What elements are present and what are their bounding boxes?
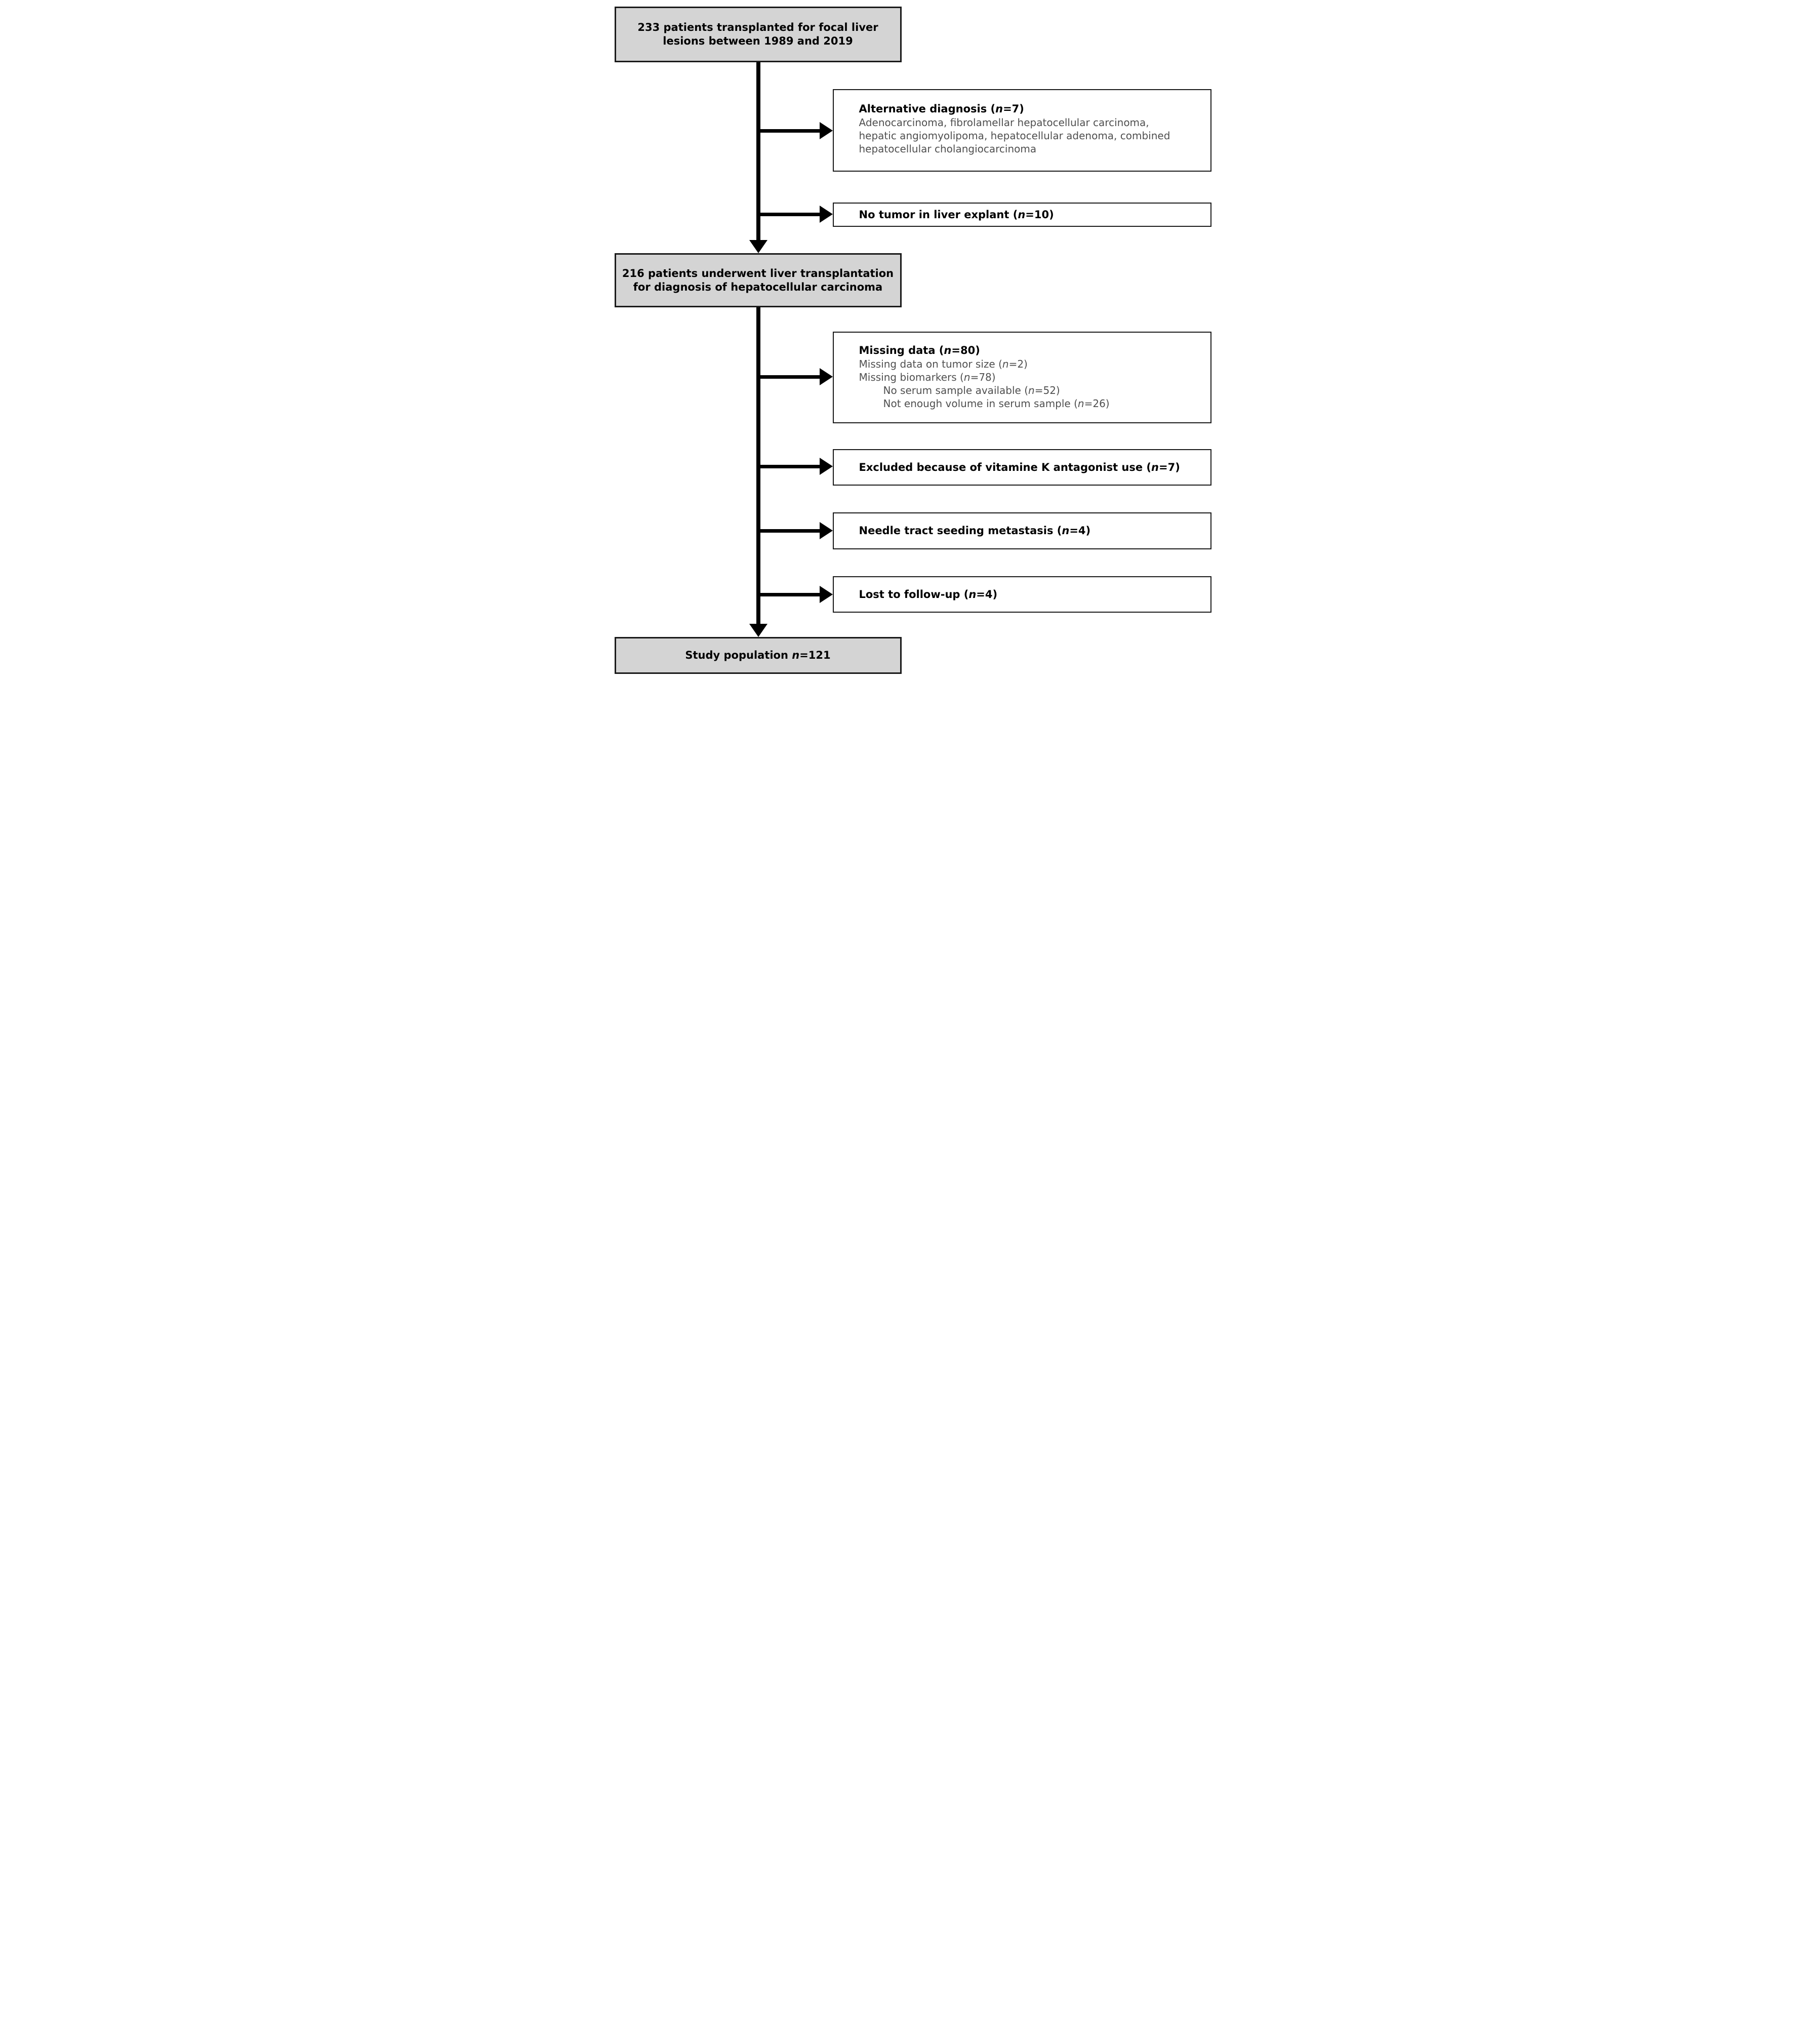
right-arrowhead-icon-lost-followup xyxy=(819,586,833,603)
down-arrowhead-icon-2 xyxy=(749,624,767,637)
right-arrowhead-icon-vitamin-k xyxy=(819,458,833,475)
right-arrowhead-icon-needle-tract xyxy=(819,522,833,539)
flow-line-vertical-1 xyxy=(756,62,760,240)
right-arrowhead-icon-missing-data xyxy=(819,368,833,385)
population-box-middle: 216 patients underwent liver transplanta… xyxy=(614,253,902,307)
exclusion-title: Excluded because of vitamine K antagonis… xyxy=(859,461,1180,473)
branch-line-needle-tract xyxy=(756,529,820,533)
population-box-final: Study population n=121 xyxy=(614,637,902,674)
exclusion-title: No tumor in liver explant (n=10) xyxy=(859,208,1054,221)
population-box-initial-line2: lesions between 1989 and 2019 xyxy=(663,35,853,47)
exclusion-box-missing-data: Missing data (n=80) Missing data on tumo… xyxy=(832,332,1211,423)
population-box-initial: 233 patients transplanted for focal live… xyxy=(614,7,902,62)
branch-line-no-tumor xyxy=(756,213,820,216)
population-box-final-line1: Study population n=121 xyxy=(685,649,831,661)
branch-line-lost-followup xyxy=(756,593,820,596)
exclusion-box-no-tumor: No tumor in liver explant (n=10) xyxy=(832,203,1211,227)
branch-line-missing-data xyxy=(756,375,820,379)
population-box-middle-line1: 216 patients underwent liver transplanta… xyxy=(622,267,894,279)
exclusion-box-alternative-diagnosis: Alternative diagnosis (n=7) Adenocarcino… xyxy=(832,89,1211,172)
exclusion-box-vitamin-k: Excluded because of vitamine K antagonis… xyxy=(832,449,1211,486)
flow-diagram-canvas: 233 patients transplanted for focal live… xyxy=(606,0,1214,681)
exclusion-sub-line: No serum sample available (n=52) xyxy=(883,384,1060,396)
exclusion-box-needle-tract: Needle tract seeding metastasis (n=4) xyxy=(832,512,1211,549)
exclusion-box-lost-followup: Lost to follow-up (n=4) xyxy=(832,576,1211,613)
exclusion-title: Missing data (n=80) xyxy=(859,344,980,356)
exclusion-title: Needle tract seeding metastasis (n=4) xyxy=(859,525,1091,537)
population-box-initial-line1: 233 patients transplanted for focal live… xyxy=(637,21,878,33)
branch-line-vitamin-k xyxy=(756,465,820,468)
right-arrowhead-icon-no-tumor xyxy=(819,206,833,223)
right-arrowhead-icon-alternative-diagnosis xyxy=(819,122,833,139)
exclusion-body-line: Adenocarcinoma, fibrolamellar hepatocell… xyxy=(859,116,1149,129)
exclusion-body-line: hepatocellular cholangiocarcinoma xyxy=(859,143,1037,155)
exclusion-body-line: Missing biomarkers (n=78) xyxy=(859,371,996,383)
down-arrowhead-icon-1 xyxy=(749,240,767,253)
exclusion-title: Lost to follow-up (n=4) xyxy=(859,588,998,601)
exclusion-body-line: Missing data on tumor size (n=2) xyxy=(859,358,1028,370)
exclusion-sub-line: Not enough volume in serum sample (n=26) xyxy=(883,397,1110,410)
population-box-middle-line2: for diagnosis of hepatocellular carcinom… xyxy=(633,281,883,293)
exclusion-title: Alternative diagnosis (n=7) xyxy=(859,103,1024,115)
branch-line-alternative-diagnosis xyxy=(756,129,820,133)
exclusion-body-line: hepatic angiomyolipoma, hepatocellular a… xyxy=(859,130,1170,142)
